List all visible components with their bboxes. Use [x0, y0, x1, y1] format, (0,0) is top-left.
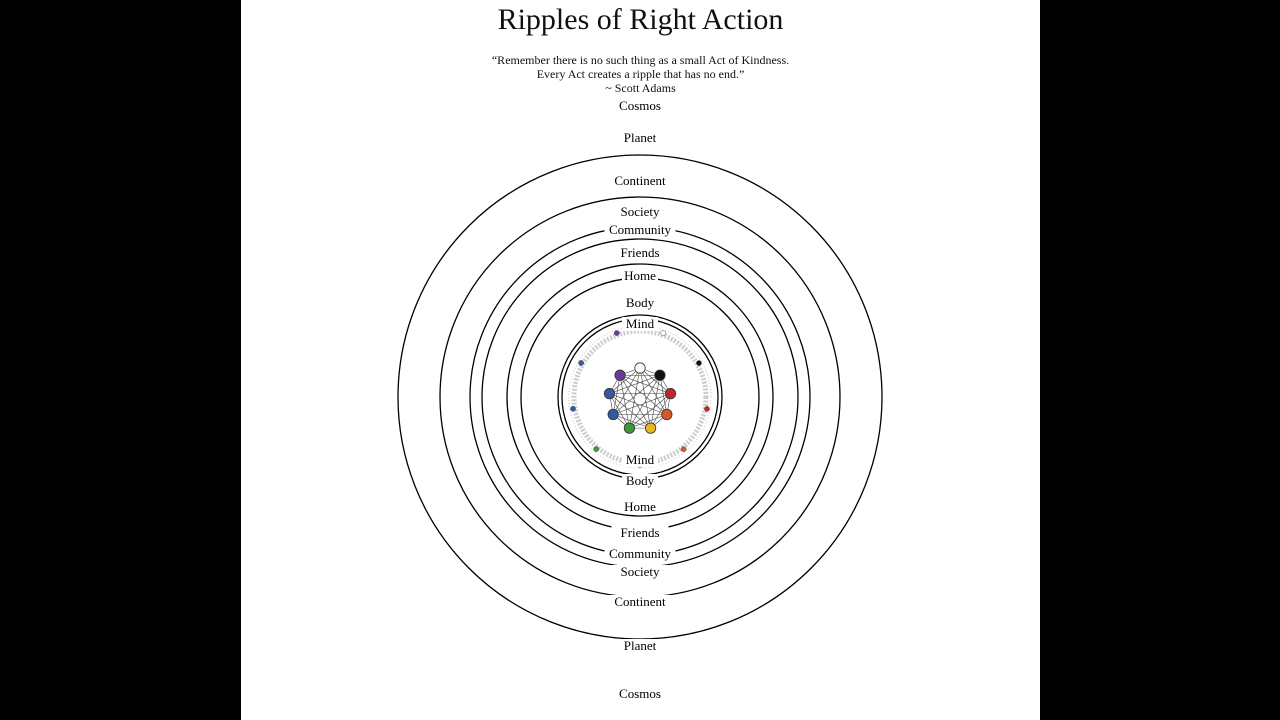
diagram-page: Ripples of Right Action “Remember there … [241, 0, 1040, 720]
ring-label-bg-continent-bottom [604, 595, 676, 609]
halo-bead-blue-node [570, 405, 576, 412]
center-network [603, 362, 677, 434]
ring-label-continent-bottom: Continent [614, 594, 666, 609]
network-edge [629, 414, 667, 429]
quote-line-1: “Remember there is no such thing as a sm… [491, 53, 790, 67]
ring-label-bg-continent-top [604, 174, 676, 188]
ring-label-bg-mind-top [622, 317, 658, 331]
ring-label-society-bottom: Society [621, 564, 660, 579]
ring-label-mind-bottom: Mind [626, 452, 655, 467]
network-edge [609, 374, 661, 394]
network-edge [639, 367, 668, 415]
page-title: Ripples of Right Action [497, 3, 784, 36]
ring-label-bg-cosmos-top [615, 99, 665, 113]
halo-bead-purple-node [613, 330, 620, 336]
network-edge [619, 374, 671, 394]
network-edge [613, 414, 651, 429]
ripples-diagram: CosmosCosmosPlanetPlanetContinentContine… [397, 98, 883, 701]
red-node [664, 388, 677, 400]
ring-label-society-top: Society [621, 204, 660, 219]
network-edge [639, 367, 671, 394]
yellow-node [645, 422, 657, 434]
network-edge [612, 375, 621, 415]
ring-label-mind-top: Mind [626, 316, 655, 331]
network-edge [659, 375, 668, 415]
network-edge [650, 393, 671, 429]
ring-label-planet-top: Planet [624, 130, 657, 145]
ring-label-continent-top: Continent [614, 173, 666, 188]
ring-label-cosmos-top: Cosmos [619, 98, 661, 113]
blue-node [607, 408, 619, 421]
halo-bead-red-node [704, 406, 710, 412]
ring-label-body-top: Body [626, 295, 655, 310]
network-edge [650, 375, 661, 429]
mind-halo-band [571, 328, 709, 466]
halo-bead-blue-violet-node [578, 360, 584, 366]
ring-label-bg-cosmos-bottom [615, 687, 665, 701]
ring-label-community-bottom: Community [609, 546, 672, 561]
ring-label-bg-mind-bottom [622, 453, 658, 467]
quote-attribution: ~ Scott Adams [605, 81, 676, 95]
mind-halo [568, 325, 712, 469]
ring-label-bg-community-top [604, 223, 676, 237]
ring-label-home-bottom: Home [624, 499, 656, 514]
halo-bead-black-node [696, 360, 702, 366]
ring-label-bg-society-top [611, 205, 669, 219]
network-edge [609, 393, 630, 429]
ring-labels: CosmosCosmosPlanetPlanetContinentContine… [604, 98, 676, 701]
ring-label-bg-friends-bottom [611, 526, 669, 540]
green-node [623, 422, 635, 434]
ring-label-cosmos-bottom: Cosmos [619, 686, 661, 701]
halo-bead-orange-red-node [680, 446, 687, 452]
ring-label-planet-bottom: Planet [624, 638, 657, 653]
blue-violet-node [603, 388, 616, 400]
network-edge [612, 367, 641, 415]
black-node [654, 369, 666, 381]
purple-node [614, 369, 626, 381]
ring-label-bg-body-top [622, 296, 658, 310]
white-node [634, 362, 646, 374]
ring-label-body-bottom: Body [626, 473, 655, 488]
ring-label-home-top: Home [624, 268, 656, 283]
quote-line-2: Every Act creates a ripple that has no e… [536, 67, 745, 81]
network-edge [609, 367, 641, 394]
network-edge [609, 393, 651, 429]
ring-label-community-top: Community [609, 222, 672, 237]
ring-label-bg-society-bottom [611, 565, 669, 579]
ring-label-bg-friends-top [611, 246, 669, 260]
rings-layer [397, 154, 883, 640]
network-center-node [633, 392, 647, 406]
ring-label-bg-planet-bottom [615, 639, 665, 653]
network-edge [629, 393, 671, 429]
ring-label-bg-body-bottom [622, 474, 658, 488]
halo-bead-white-node [660, 330, 667, 336]
network-edge [619, 375, 630, 429]
orange-red-node [661, 408, 673, 421]
ring-label-friends-top: Friends [621, 245, 660, 260]
halo-bead-green-node [593, 446, 600, 452]
ring-label-bg-community-bottom [604, 547, 676, 561]
ring-label-bg-home-bottom [622, 500, 658, 514]
mind-halo-outer [568, 325, 712, 469]
ring-label-bg-planet-top [615, 131, 665, 145]
ring-label-bg-home-top [622, 269, 658, 283]
ring-label-friends-bottom: Friends [621, 525, 660, 540]
